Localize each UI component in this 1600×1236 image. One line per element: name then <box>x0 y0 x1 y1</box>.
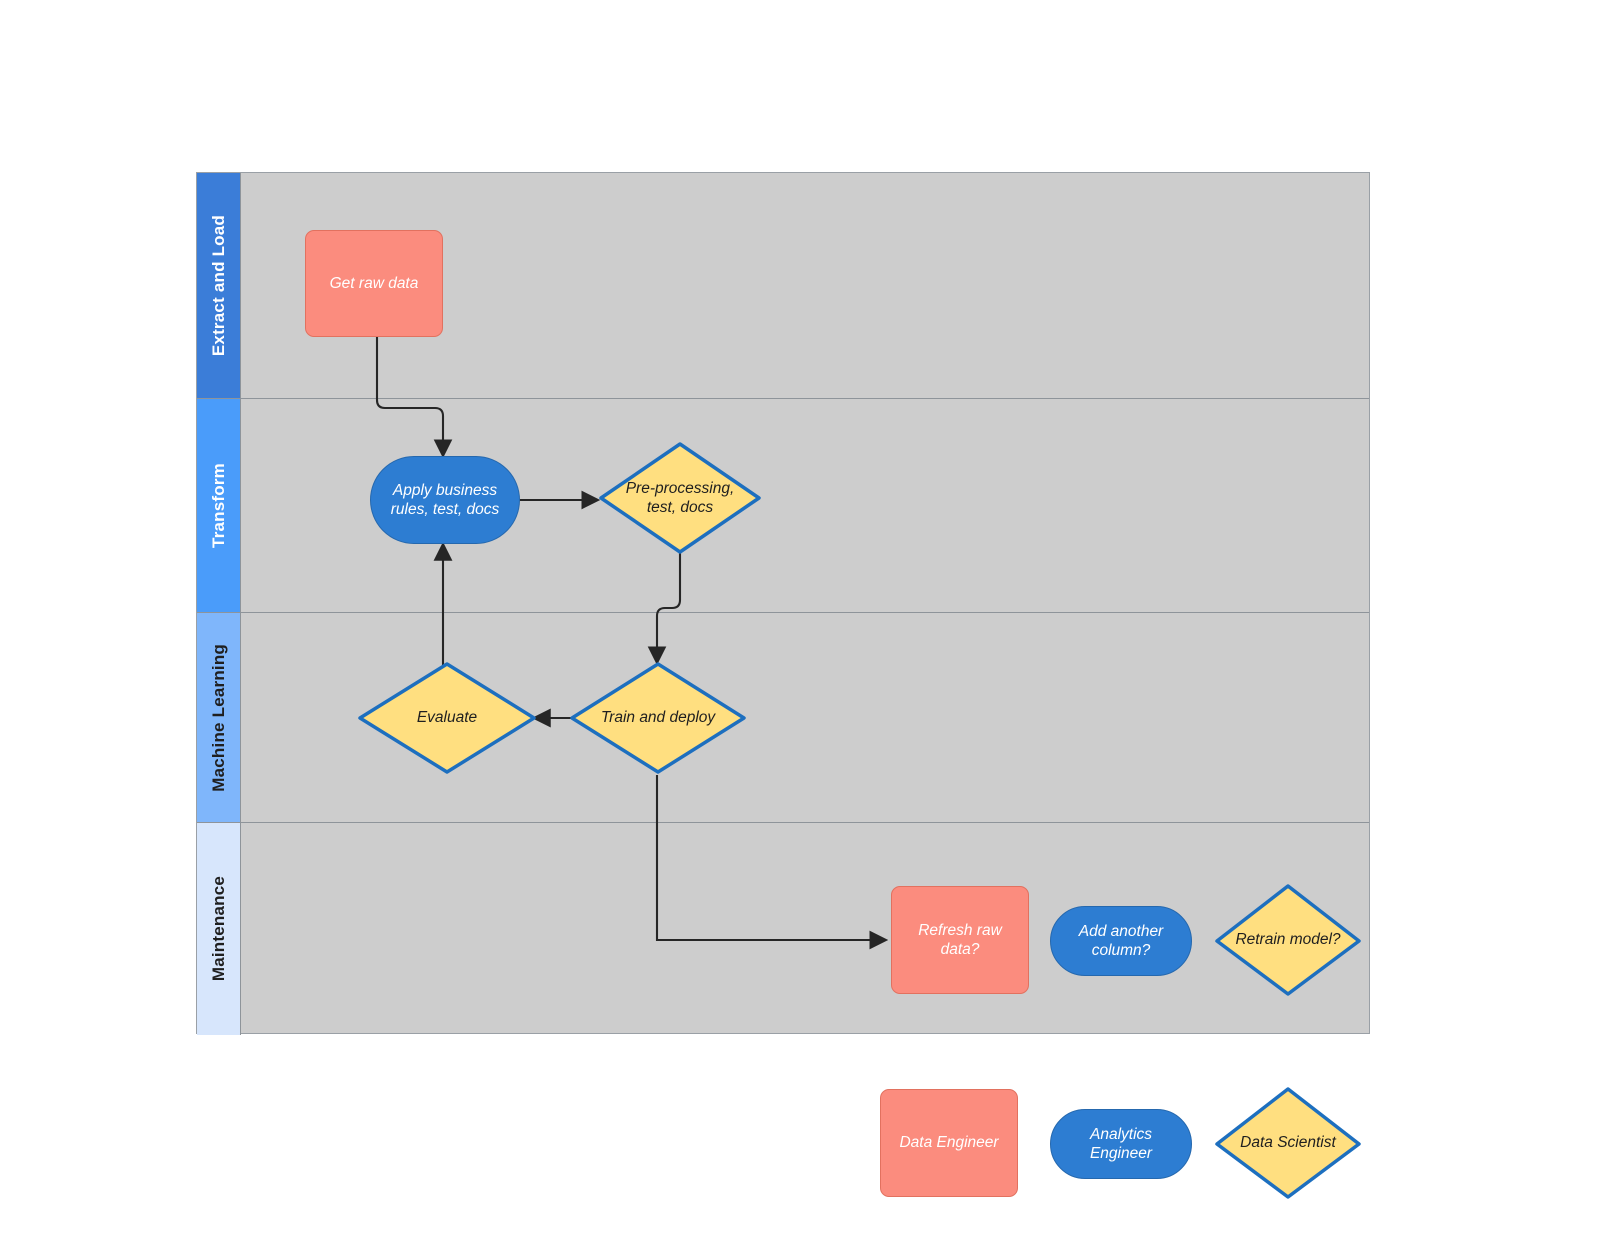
node-evaluate[interactable]: Evaluate <box>358 662 536 774</box>
lane-label-extract-and-load: Extract and Load <box>208 214 228 357</box>
diamond-shape-icon <box>358 662 536 774</box>
node-label-add-another-column: Add another column? <box>1078 922 1164 959</box>
node-add-another-column[interactable]: Add another column? <box>1050 906 1192 976</box>
lane-header-machine-learning: Machine Learning <box>197 613 241 822</box>
legend-label-data-engineer: Data Engineer <box>899 1134 999 1152</box>
lane-maintenance: Maintenance <box>197 823 1369 1035</box>
lane-header-maintenance: Maintenance <box>197 823 241 1035</box>
node-refresh-raw-data[interactable]: Refresh raw data? <box>891 886 1029 994</box>
diamond-shape-icon <box>1215 1087 1361 1199</box>
diamond-shape-icon <box>1215 884 1361 996</box>
node-label-get-raw-data: Get raw data <box>329 274 419 292</box>
node-pre-processing[interactable]: Pre-processing, test, docs <box>599 442 761 554</box>
lane-label-transform: Transform <box>208 463 228 548</box>
lane-label-machine-learning: Machine Learning <box>208 643 228 792</box>
lane-transform: Transform <box>197 399 1369 613</box>
node-label-apply-business-rules: Apply business rules, test, docs <box>390 481 500 518</box>
node-apply-business-rules[interactable]: Apply business rules, test, docs <box>370 456 520 544</box>
lane-header-extract-and-load: Extract and Load <box>197 173 241 398</box>
node-label-refresh-raw-data: Refresh raw data? <box>918 921 1002 958</box>
lane-extract-and-load: Extract and Load <box>197 173 1369 399</box>
node-get-raw-data[interactable]: Get raw data <box>305 230 443 337</box>
legend-item-data-engineer: Data Engineer <box>880 1089 1018 1197</box>
lane-label-maintenance: Maintenance <box>208 876 228 982</box>
lane-header-transform: Transform <box>197 399 241 612</box>
legend-item-analytics-engineer: Analytics Engineer <box>1050 1109 1192 1179</box>
diamond-shape-icon <box>599 442 761 554</box>
node-retrain-model[interactable]: Retrain model? <box>1215 884 1361 996</box>
legend: Data Engineer Analytics Engineer Data Sc… <box>880 1085 1361 1199</box>
node-train-and-deploy[interactable]: Train and deploy <box>570 662 746 774</box>
legend-item-data-scientist: Data Scientist <box>1215 1087 1361 1199</box>
diamond-shape-icon <box>570 662 746 774</box>
legend-label-analytics-engineer: Analytics Engineer <box>1089 1125 1153 1162</box>
